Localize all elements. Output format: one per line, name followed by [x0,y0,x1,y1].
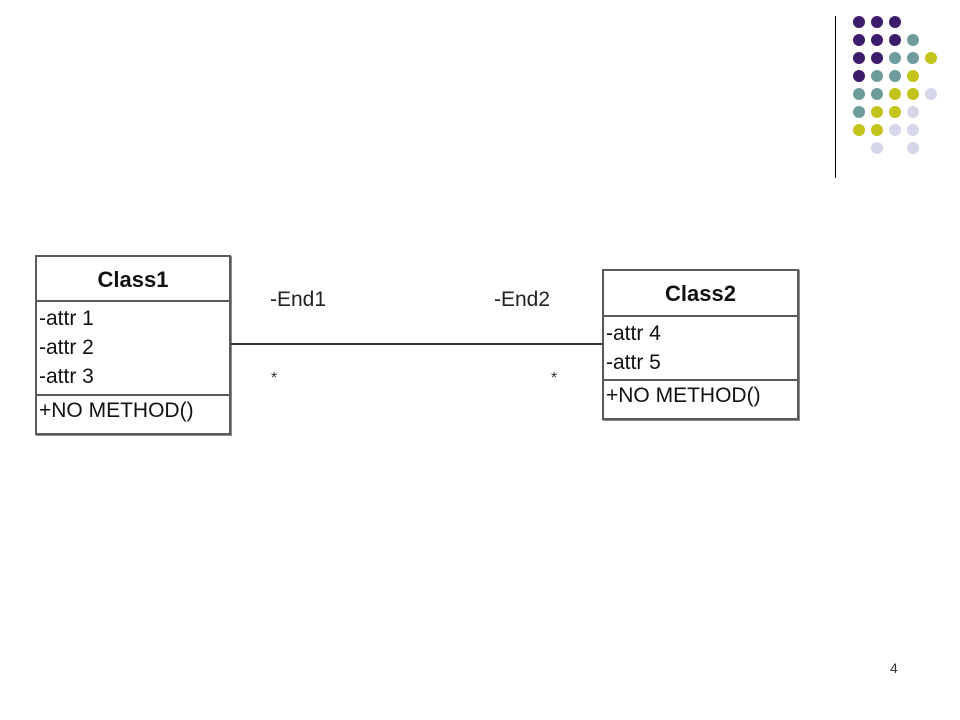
decorative-dot [889,52,901,64]
decorative-dot [889,34,901,46]
decorative-dot [925,52,937,64]
decorative-vertical-rule [835,16,836,178]
attribute: -attr 3 [39,365,94,388]
decorative-dot [853,34,865,46]
decorative-dot [925,88,937,100]
method: +NO METHOD() [39,399,194,422]
decorative-dot [853,124,865,136]
attribute: -attr 1 [39,307,94,330]
decorative-dot [907,70,919,82]
decorative-dot [871,34,883,46]
decorative-dot [871,52,883,64]
decorative-dot [889,16,901,28]
page-number: 4 [890,660,898,676]
decorative-dot [907,124,919,136]
method: +NO METHOD() [606,384,761,407]
attributes-compartment: -attr 1 -attr 2 -attr 3 [37,302,229,396]
class-name: Class2 [604,271,797,317]
end1-role-label: -End1 [270,288,327,311]
decorative-dot [871,70,883,82]
attribute: -attr 5 [606,351,661,374]
decorative-dot [853,52,865,64]
decorative-dot [907,34,919,46]
attribute: -attr 4 [606,322,661,345]
end1-multiplicity: * [271,370,278,387]
end2-role-label: -End2 [494,288,551,311]
decorative-dot [853,16,865,28]
decorative-dot [907,106,919,118]
attribute: -attr 2 [39,336,94,359]
decorative-dot [871,142,883,154]
decorative-dot-grid [853,16,945,156]
methods-compartment: +NO METHOD() [604,381,797,410]
decorative-dot [889,106,901,118]
decorative-dot [907,142,919,154]
class-name: Class1 [37,257,229,302]
decorative-dot [907,52,919,64]
decorative-dot [889,88,901,100]
decorative-dot [871,124,883,136]
end2-multiplicity: * [551,370,558,387]
decorative-dot [853,88,865,100]
decorative-dot [889,124,901,136]
decorative-dot [853,70,865,82]
decorative-dot [853,106,865,118]
decorative-dot [907,88,919,100]
decorative-dot [871,16,883,28]
uml-class-box-class2: Class2 -attr 4 -attr 5 +NO METHOD() [602,269,799,420]
uml-class-box-class1: Class1 -attr 1 -attr 2 -attr 3 +NO METHO… [35,255,231,435]
attributes-compartment: -attr 4 -attr 5 [604,317,797,381]
decorative-dot [871,106,883,118]
association-line [231,343,602,345]
methods-compartment: +NO METHOD() [37,396,229,425]
decorative-dot [871,88,883,100]
decorative-dot [889,70,901,82]
